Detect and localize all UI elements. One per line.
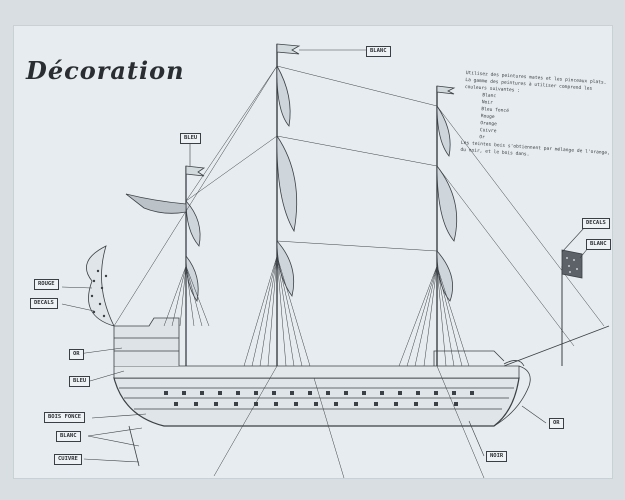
color-notes: Utilisez des peintures mates et les pinc… [460, 70, 612, 164]
label-blanc-right: BLANC [586, 239, 611, 250]
label-noir: NOIR [486, 451, 508, 462]
label-decals-right: DECALS [582, 218, 610, 229]
label-decals-left: DECALS [30, 298, 58, 309]
label-blanc-bottom: BLANC [56, 431, 81, 442]
label-bleu: BLEU [180, 133, 202, 144]
label-bois-fonce: BOIS FONCE [44, 412, 86, 423]
label-cuivre: CUIVRE [54, 454, 82, 465]
instruction-sheet: Décoration [14, 26, 612, 478]
ship-drawing [61, 43, 610, 478]
label-rouge: ROUGE [34, 279, 59, 290]
label-bleu-lower: BLEU [69, 376, 91, 387]
label-or-left: OR [69, 349, 84, 360]
label-blanc-top: BLANC [366, 46, 391, 57]
label-or-right: OR [549, 418, 564, 429]
page-title: Décoration [26, 56, 185, 85]
